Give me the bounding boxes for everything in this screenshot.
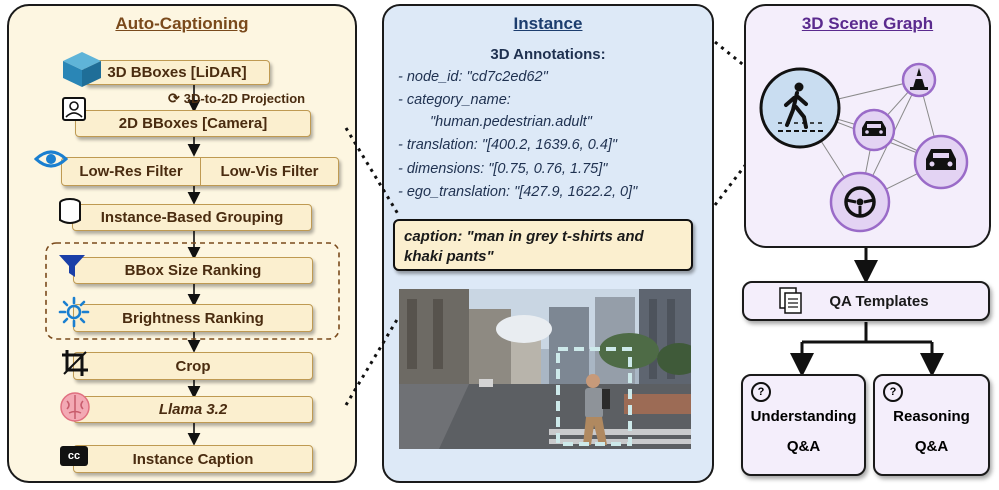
annotation-line: - ego_translation: "[427.9, 1622.2, 0]" [398, 184, 638, 200]
sun-icon [58, 296, 90, 328]
low-res-filter: Low-Res Filter [62, 158, 201, 185]
grouping-step: Instance-Based Grouping [72, 204, 312, 231]
reasoning-qa-box: ? Reasoning Q&A [873, 374, 990, 476]
scene-graph-title: 3D Scene Graph [801, 14, 934, 33]
cube-icon [63, 52, 101, 87]
car-node [852, 108, 896, 152]
understanding-qa-box: ? Understanding Q&A [741, 374, 866, 476]
pedestrian-node [759, 67, 841, 149]
camera-photo-icon [62, 97, 86, 121]
reasoning-qa-label: Q&A [914, 438, 949, 455]
reasoning-label: Reasoning [893, 408, 970, 425]
crop-step: Crop [73, 352, 313, 380]
annotation-line: - category_name: [398, 92, 511, 108]
auto-captioning-title: Auto-Captioning [115, 14, 249, 33]
qa-templates-label: QA Templates [829, 292, 929, 310]
qa-arrows [790, 248, 944, 377]
pipeline-arrows [45, 84, 340, 446]
understanding-label: Understanding [750, 408, 857, 425]
filter-row: Low-Res Filter Low-Vis Filter [61, 157, 339, 186]
street-photo [399, 289, 691, 449]
refresh-icon: ⟳ [168, 90, 180, 106]
lidar-bbox-step: 3D BBoxes [LiDAR] [84, 60, 270, 85]
documents-icon [779, 287, 802, 314]
annotation-line: - dimensions: "[0.75, 0.76, 1.75]" [398, 161, 608, 177]
projection-label: ⟳3D-to-2D Projection [168, 90, 306, 106]
question-icon: ? [883, 382, 903, 402]
camera-bbox-step: 2D BBoxes [Camera] [75, 110, 311, 137]
annotations-title: 3D Annotations: [490, 46, 606, 63]
annotation-line: "human.pedestrian.adult" [430, 114, 592, 130]
question-icon: ? [751, 382, 771, 402]
understanding-qa-label: Q&A [786, 438, 821, 455]
funnel-icon [59, 255, 85, 277]
qa-templates-box: QA Templates [742, 281, 990, 321]
crop-icon [62, 350, 88, 376]
brain-icon [60, 392, 90, 422]
traffic-cone-node [901, 62, 937, 98]
brightness-ranking-step: Brightness Ranking [73, 304, 313, 332]
car-node [913, 134, 969, 190]
annotation-line: - node_id: "cd7c2ed62" [398, 69, 548, 85]
bbox-size-ranking-step: BBox Size Ranking [73, 257, 313, 284]
closed-caption-icon: cc [60, 446, 88, 466]
caption-box: caption: "man in grey t-shirts and khaki… [393, 219, 693, 271]
instance-title: Instance [513, 14, 583, 33]
database-icon [59, 198, 81, 224]
llama-step: Llama 3.2 [73, 396, 313, 423]
annotation-line: - translation: "[400.2, 1639.6, 0.4]" [398, 137, 618, 153]
steering-wheel-node [829, 171, 891, 233]
eye-icon [34, 150, 68, 168]
scene-graph [759, 62, 969, 233]
instance-caption-step: Instance Caption [73, 445, 313, 473]
annotations-list: - node_id: "cd7c2ed62" - category_name: … [390, 65, 710, 205]
low-vis-filter: Low-Vis Filter [220, 163, 319, 180]
